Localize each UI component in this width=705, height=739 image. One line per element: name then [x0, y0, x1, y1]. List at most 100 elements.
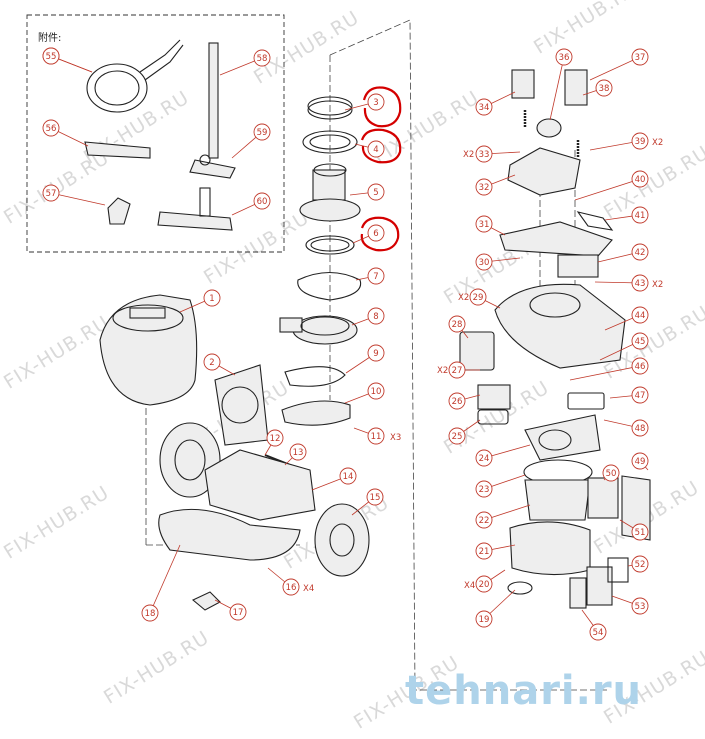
callout-circle-28 [448, 315, 466, 333]
callout-number-31: 31 [479, 220, 490, 230]
multiplier-m39: X2 [652, 138, 663, 148]
highlight-6 [360, 216, 400, 252]
callout-number-23: 23 [479, 485, 490, 495]
callout-number-40: 40 [635, 175, 646, 185]
callout-circle-56 [42, 119, 60, 137]
part-24-impeller [524, 414, 601, 461]
callout-circle-7 [367, 267, 385, 285]
part-wheel-left [159, 422, 221, 498]
callout-number-39: 39 [635, 137, 646, 147]
callout-number-25: 25 [452, 432, 463, 442]
callout-circle-46 [631, 357, 649, 375]
part-36-knob [536, 118, 562, 138]
callout-circle-42 [631, 243, 649, 261]
callout-circle-37 [631, 48, 649, 66]
callout-number-51: 51 [635, 528, 646, 538]
callout-number-19: 19 [479, 615, 490, 625]
callout-circle-57 [42, 184, 60, 202]
callout-number-56: 56 [46, 124, 57, 134]
callout-circle-13 [289, 443, 307, 461]
callout-number-60: 60 [257, 197, 268, 207]
callout-circle-34 [475, 98, 493, 116]
callout-number-55: 55 [46, 52, 57, 62]
callout-number-59: 59 [257, 128, 268, 138]
crevice-nozzle [84, 141, 151, 159]
callout-circle-26 [448, 392, 466, 410]
callout-circle-36 [555, 48, 573, 66]
part-18-base [158, 508, 301, 561]
callout-circle-38 [595, 79, 613, 97]
callout-leader-57 [50, 192, 106, 206]
callout-circle-11 [367, 427, 385, 445]
callout-circle-15 [366, 488, 384, 506]
callout-circle-3 [367, 93, 385, 111]
callout-circle-24 [475, 449, 493, 467]
part-6-ring [305, 235, 355, 255]
part-26-block [477, 384, 511, 410]
callout-number-50: 50 [606, 469, 617, 479]
callout-number-44: 44 [635, 311, 646, 321]
callout-number-14: 14 [343, 472, 354, 482]
callout-circle-43 [631, 274, 649, 292]
part-1-tank [99, 294, 198, 406]
callout-circle-17 [229, 603, 247, 621]
callout-circle-18 [141, 604, 159, 622]
part-7-seal [297, 272, 362, 301]
callout-number-6: 6 [373, 229, 378, 239]
callout-circle-5 [367, 183, 385, 201]
callout-number-12: 12 [270, 434, 281, 444]
callout-number-21: 21 [479, 547, 490, 557]
part-48-gasket [567, 392, 605, 410]
part-25-seal [477, 409, 509, 425]
callout-circle-22 [475, 511, 493, 529]
part-19-ring [507, 581, 533, 595]
callout-number-58: 58 [257, 54, 268, 64]
multiplier-m29: X2 [458, 293, 469, 303]
callout-circle-49 [631, 452, 649, 470]
callout-number-49: 49 [635, 457, 646, 467]
part-31-lever [499, 221, 613, 257]
upholstery-nozzle [189, 154, 236, 179]
callout-number-32: 32 [479, 183, 490, 193]
highlight-3 [362, 86, 402, 128]
part-5-motor [299, 163, 361, 222]
callout-circle-41 [631, 206, 649, 224]
callout-circle-32 [475, 178, 493, 196]
multiplier-m33: X2 [463, 150, 474, 160]
callout-circle-39 [631, 132, 649, 150]
callout-circle-8 [367, 307, 385, 325]
callout-number-30: 30 [479, 258, 490, 268]
brush-nozzle [107, 197, 131, 225]
part-4-gasket [302, 130, 358, 154]
callout-circle-27 [448, 361, 466, 379]
part-21-separator [509, 521, 591, 576]
callout-number-20: 20 [479, 580, 490, 590]
callout-number-1: 1 [209, 294, 214, 304]
callout-leader-46 [569, 365, 641, 381]
callout-circle-51 [631, 523, 649, 541]
part-44-top-housing [494, 283, 626, 369]
callout-number-16: 16 [286, 583, 297, 593]
part-42-latch [557, 254, 599, 278]
callout-circle-59 [253, 123, 271, 141]
callout-number-2: 2 [209, 358, 214, 368]
callout-circle-19 [475, 610, 493, 628]
callout-leader-37 [589, 56, 641, 81]
callout-leader-18 [149, 544, 181, 614]
callout-circle-12 [266, 429, 284, 447]
callout-number-53: 53 [635, 602, 646, 612]
callout-circle-44 [631, 306, 649, 324]
accessory-label: 附件: [38, 33, 62, 44]
callout-circle-1 [203, 289, 221, 307]
callout-circle-50 [602, 464, 620, 482]
callout-number-45: 45 [635, 337, 646, 347]
callout-number-42: 42 [635, 248, 646, 258]
part-52-screen [607, 557, 629, 583]
callout-circle-29 [469, 288, 487, 306]
hose-accessory [86, 39, 184, 113]
floor-nozzle [157, 187, 233, 231]
highlight-4 [360, 128, 402, 164]
callout-circle-40 [631, 170, 649, 188]
